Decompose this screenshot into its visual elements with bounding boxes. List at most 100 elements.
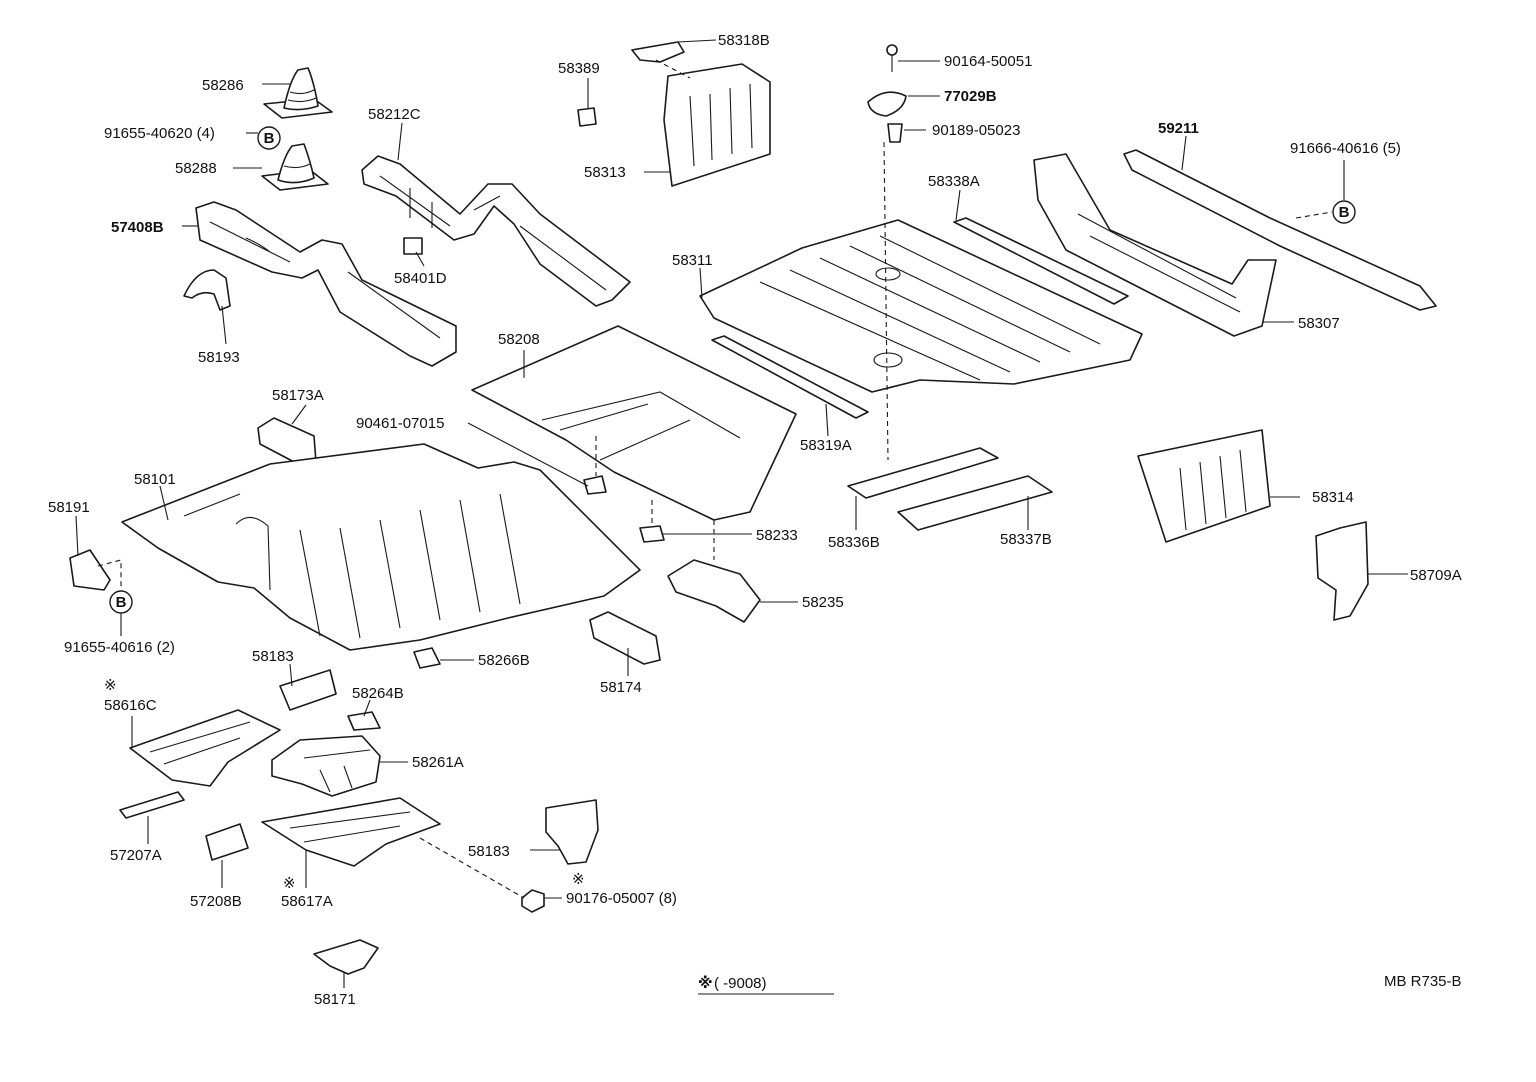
part-58233-clip — [639, 525, 665, 543]
label-58318B: 58318B — [718, 32, 770, 49]
part-labels: 58286 91655-40620 (4) 58288 58212C 57408… — [48, 32, 1462, 1008]
part-58307-panel — [1033, 153, 1277, 337]
part-58313-panel — [663, 63, 771, 187]
part-58311-rear-floor — [699, 219, 1143, 393]
dashed-assembly-lines — [97, 59, 1333, 899]
circle-ref-b-left: B — [109, 590, 133, 614]
part-58208-tunnel-floor — [471, 325, 797, 521]
label-58313: 58313 — [584, 164, 626, 181]
part-58617A-panel — [261, 797, 441, 867]
label-58193: 58193 — [198, 349, 240, 366]
part-58616C-panel — [129, 709, 281, 787]
label-91655-40616: 91655-40616 (2) — [64, 639, 175, 656]
star-mark-58616C: ※ — [104, 677, 117, 694]
svg-text:※: ※ — [698, 974, 713, 992]
label-58616C: 58616C — [104, 697, 157, 714]
label-58307: 58307 — [1298, 315, 1340, 332]
label-57208B: 57208B — [190, 893, 242, 910]
label-57207A: 57207A — [110, 847, 162, 864]
part-90189-clip — [887, 123, 903, 143]
part-58193-bracket — [183, 269, 231, 311]
part-58337B-strip — [897, 475, 1053, 531]
star-mark-90176: ※ — [572, 871, 585, 888]
part-58401D-bracket — [403, 237, 423, 255]
part-58709A-bracket — [1315, 521, 1369, 621]
part-58212C-crossmember — [361, 155, 631, 307]
label-58173A: 58173A — [272, 387, 324, 404]
label-58401D: 58401D — [394, 270, 447, 287]
label-90176-05007: 90176-05007 (8) — [566, 890, 677, 907]
label-58337B: 58337B — [1000, 531, 1052, 548]
part-57408B-crossmember — [195, 201, 457, 367]
svg-text:B: B — [116, 594, 127, 611]
label-58336B: 58336B — [828, 534, 880, 551]
label-58191: 58191 — [48, 499, 90, 516]
leader-lines — [75, 39, 1408, 988]
label-91666-40616: 91666-40616 (5) — [1290, 140, 1401, 157]
part-58288-shift-boot — [261, 143, 329, 191]
part-90461-clip — [583, 475, 607, 495]
label-58288: 58288 — [175, 160, 217, 177]
footnote: ※ ( -9008) — [698, 974, 834, 995]
label-58266B: 58266B — [478, 652, 530, 669]
label-90189-05023: 90189-05023 — [932, 122, 1020, 139]
part-58101-front-floor — [121, 443, 641, 651]
label-91655-40620: 91655-40620 (4) — [104, 125, 215, 142]
svg-text:B: B — [264, 130, 275, 147]
part-58266B-clip — [413, 647, 441, 669]
part-90176-nut — [521, 889, 545, 913]
part-58191-bracket — [69, 549, 111, 591]
part-58318B-bracket — [631, 41, 685, 63]
part-58389-clip — [577, 107, 597, 127]
label-77029B: 77029B — [944, 88, 997, 105]
label-58311: 58311 — [672, 252, 713, 269]
part-58173A-bracket — [257, 417, 317, 465]
part-57208B-bracket — [205, 823, 249, 861]
label-58174: 58174 — [600, 679, 642, 696]
part-58338A-strip — [953, 217, 1129, 305]
part-58183-bracket-upper — [279, 669, 337, 711]
part-58171-bracket — [313, 939, 379, 975]
label-58212C: 58212C — [368, 106, 421, 123]
label-58338A: 58338A — [928, 173, 980, 190]
part-59211-sill — [1123, 149, 1437, 311]
part-58314-panel — [1137, 429, 1271, 543]
diagram-code: MB R735-B — [1384, 973, 1462, 990]
label-90461-07015: 90461-07015 — [356, 415, 444, 432]
part-58261A-panel — [271, 735, 381, 797]
label-58101: 58101 — [134, 471, 176, 488]
svg-text:B: B — [1339, 204, 1350, 221]
label-58208: 58208 — [498, 331, 540, 348]
part-58264B-clip — [347, 711, 381, 731]
label-58183-lower: 58183 — [468, 843, 510, 860]
label-58183-upper: 58183 — [252, 648, 294, 665]
circle-ref-b-right: B — [1332, 200, 1356, 224]
label-58264B: 58264B — [352, 685, 404, 702]
label-58319A: 58319A — [800, 437, 852, 454]
label-58617A: 58617A — [281, 893, 333, 910]
label-90164-50051: 90164-50051 — [944, 53, 1032, 70]
label-57408B: 57408B — [111, 219, 164, 236]
part-58235-bracket — [667, 559, 761, 623]
part-77029B-grommet — [867, 91, 907, 117]
label-59211: 59211 — [1158, 120, 1199, 137]
circle-ref-b-top-left: B — [257, 126, 281, 150]
part-57207A-bar — [119, 791, 185, 819]
label-58171: 58171 — [314, 991, 356, 1008]
part-58183-bracket-lower — [545, 799, 599, 865]
part-90164-bolt — [886, 44, 898, 72]
label-58389: 58389 — [558, 60, 600, 77]
label-58261A: 58261A — [412, 754, 464, 771]
part-58336B-strip — [847, 447, 999, 499]
label-58314: 58314 — [1312, 489, 1354, 506]
label-58709A: 58709A — [1410, 567, 1462, 584]
label-58235: 58235 — [802, 594, 844, 611]
label-58286: 58286 — [202, 77, 244, 94]
part-58319A-strip — [711, 335, 869, 419]
star-mark-58617A: ※ — [283, 875, 296, 892]
part-58174-bracket — [589, 611, 661, 665]
svg-text:( -9008): ( -9008) — [714, 975, 767, 992]
part-58286-shift-boot — [263, 67, 333, 119]
label-58233: 58233 — [756, 527, 798, 544]
